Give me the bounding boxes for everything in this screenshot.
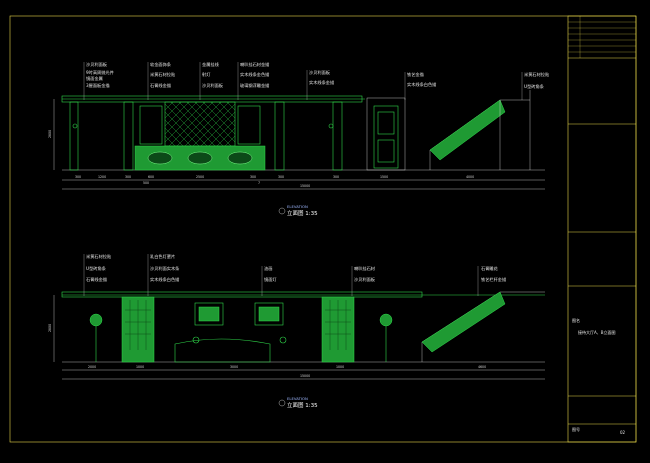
sconce-icon [328,123,334,129]
annotation: 沙贝利面实木条 [150,265,180,272]
dim-label: 300 [75,175,81,179]
annotation: 实木线条白色描 [150,276,179,283]
elevation-b: 2800 2000 1000 3000 1000 4600 15000 米黄石材… [48,253,545,409]
section-mark-icon [278,399,286,407]
title-label-no: 图号 [572,426,580,432]
stair-balustrade [421,291,506,353]
annotation: 铁艺金描 [407,71,424,78]
total-dim-label: 15000 [300,374,310,378]
annotation: 9吋高周抛光件 [86,69,114,76]
annotation: 镜面灯 [264,276,277,283]
dim-label: 300 [250,175,256,179]
title-drawing-no: 02 [620,430,626,435]
stair-profile [429,99,530,170]
counter-medallion [187,151,213,165]
painting [258,306,280,322]
annotation: 米黄石材拉贴 [150,71,175,78]
annotation: 镜面金属 [86,75,103,82]
title-block-grid [568,16,636,58]
title-block-frame [567,15,637,443]
title-block-rows [568,57,636,425]
annotation: U型砖角条 [86,265,107,272]
title-drawing-name: 接待大厅A、B立面图 [578,329,615,335]
shelf-right [237,105,261,145]
dim-label: 1000 [336,365,344,369]
annotation: 射灯 [202,71,211,78]
annotation: 实木线条白色描 [407,81,436,88]
painting-frame [254,302,284,326]
annotation: 实木线条金描 [309,79,334,86]
annotation: 玻璃钢浮雕金描 [240,82,269,89]
dim-sub-label: 500 [143,181,149,185]
annotation: 沙贝利面板 [202,82,224,89]
annotation: 米黄石材拉贴 [86,253,111,260]
stair-balustrade [429,99,506,161]
annotation: U型砖角条 [524,83,545,90]
dim-label: 3000 [230,365,238,369]
dim-label: 300 [125,175,131,179]
counter-medallion [147,151,173,165]
annotation: 乳白色灯罩片 [150,253,175,260]
annotation: 石膏线金描 [150,82,171,89]
plant-icon [379,313,393,327]
dim-label: 1000 [136,365,144,369]
annotation: 沙贝利面板 [86,61,108,68]
column [332,101,343,171]
sofa [174,338,271,363]
shelf-left [139,105,163,145]
annotation: 铁艺栏杆金描 [481,276,506,283]
caption-en: ELEVATION [287,204,308,209]
caption-en: ELEVATION [287,396,308,401]
height-label: 2800 [48,130,52,138]
dim-label: 600 [148,175,154,179]
annotation: 油画 [264,265,272,272]
column [274,101,285,171]
dim-label: 300 [333,175,339,179]
total-dim-label: 15000 [300,184,310,188]
dim-label: 300 [278,175,284,179]
column [123,101,134,171]
annotation: 石膏雕花 [481,265,498,272]
caption-cn: 立面图 1:35 [287,209,318,217]
title-label-name: 图名 [572,317,580,323]
dim-sub-label: 7 [258,181,260,185]
annotation: 喇叭挂石材 [354,265,375,272]
annotation: 石膏线金描 [86,276,107,283]
dim-label: 4600 [478,365,486,369]
annotation: 实木线条金色描 [240,71,269,78]
painting [198,306,220,322]
dim-label: 1200 [98,175,106,179]
dim-label: 4000 [466,175,474,179]
annotation: 沙贝利面板 [309,69,331,76]
leader-lines [83,62,523,100]
leader-lines [83,254,479,296]
annotation: 3厘面板金描 [86,82,110,89]
dim-label: 2000 [88,365,96,369]
counter-medallion [227,151,253,165]
diamond-pattern [164,101,236,147]
annotation: 米黄石材拉贴 [524,71,549,78]
annotation: 喇叭挂石材金描 [240,61,269,68]
door-panel [373,105,399,169]
elevation-a: 2800 300 1200 300 600 2500 300 300 300 1… [48,61,549,217]
section-mark-icon [278,207,286,215]
dim-label: 2500 [196,175,204,179]
caption-cn: 立面图 1:35 [287,401,318,409]
lamp-icon [279,336,287,344]
sconce-icon [72,123,78,129]
annotation: 沙贝利面板 [354,276,376,283]
height-label: 2800 [48,324,52,332]
annotation: 软金面饰条 [150,61,172,68]
door-frame [366,97,406,171]
left-column [69,101,79,171]
dim-label: 1500 [380,175,388,179]
lamp-icon [192,336,200,344]
plant-icon [89,313,103,327]
painting-frame [194,302,224,326]
annotation: 金属挂线 [202,61,220,68]
